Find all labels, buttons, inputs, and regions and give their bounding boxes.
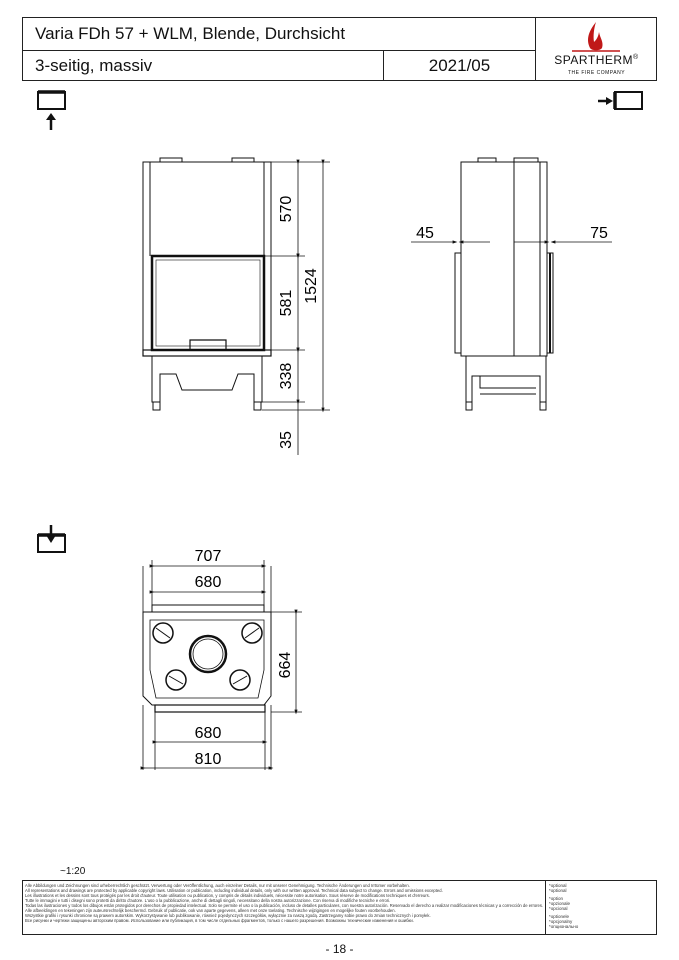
front-view-symbol-icon (37, 90, 66, 130)
technical-drawings: 570 581 338 35 1524 45 75 (37, 90, 643, 770)
top-view-drawing (142, 604, 272, 713)
dimension-label: 570 (278, 196, 295, 223)
title-block: Varia FDh 57 + WLM, Blende, Durchsicht 3… (22, 17, 657, 81)
optional-notes: *optional *optional *option *opzionale *… (545, 881, 656, 934)
side-view-drawing (454, 157, 554, 411)
scale-label: ~1:20 (60, 866, 86, 877)
top-view-symbol-icon (37, 525, 66, 553)
brand-tagline: THE FIRE COMPANY (567, 70, 626, 76)
front-view-drawing (142, 157, 272, 411)
side-view-symbol-icon (598, 91, 643, 110)
flame-icon (572, 22, 620, 52)
title-row: Varia FDh 57 + WLM, Blende, Durchsicht (23, 18, 535, 51)
dimension-label: 338 (278, 363, 295, 390)
dimension-label: 707 (195, 548, 222, 565)
dimension-label: 810 (195, 751, 222, 768)
dimension-label: 581 (278, 290, 295, 317)
brand-logo: SPARTHERM® THE FIRE COMPANY (535, 18, 656, 80)
document-date: 2021/05 (383, 51, 535, 81)
document-title: Varia FDh 57 + WLM, Blende, Durchsicht (35, 24, 346, 43)
front-view-dimensions (262, 159, 330, 455)
dimension-label: 664 (277, 652, 294, 679)
dimension-label: 35 (278, 431, 295, 449)
document-subtitle: 3-seitig, massiv (35, 56, 153, 75)
dimension-label: 45 (416, 225, 434, 242)
dimension-label: 75 (590, 225, 608, 242)
disclaimer-text: Alle Abbildungen und Zeichnungen sind ur… (25, 883, 544, 923)
page-number: - 18 - (325, 942, 354, 956)
subtitle-row: 3-seitig, massiv 2021/05 (23, 51, 535, 81)
dimension-label: 680 (195, 725, 222, 742)
disclaimer-box: Alle Abbildungen und Zeichnungen sind ur… (22, 880, 657, 935)
dimension-label: 1524 (303, 268, 320, 304)
top-view-dimensions (140, 560, 302, 770)
dimension-label: 680 (195, 574, 222, 591)
brand-name: SPARTHERM® (554, 53, 639, 67)
